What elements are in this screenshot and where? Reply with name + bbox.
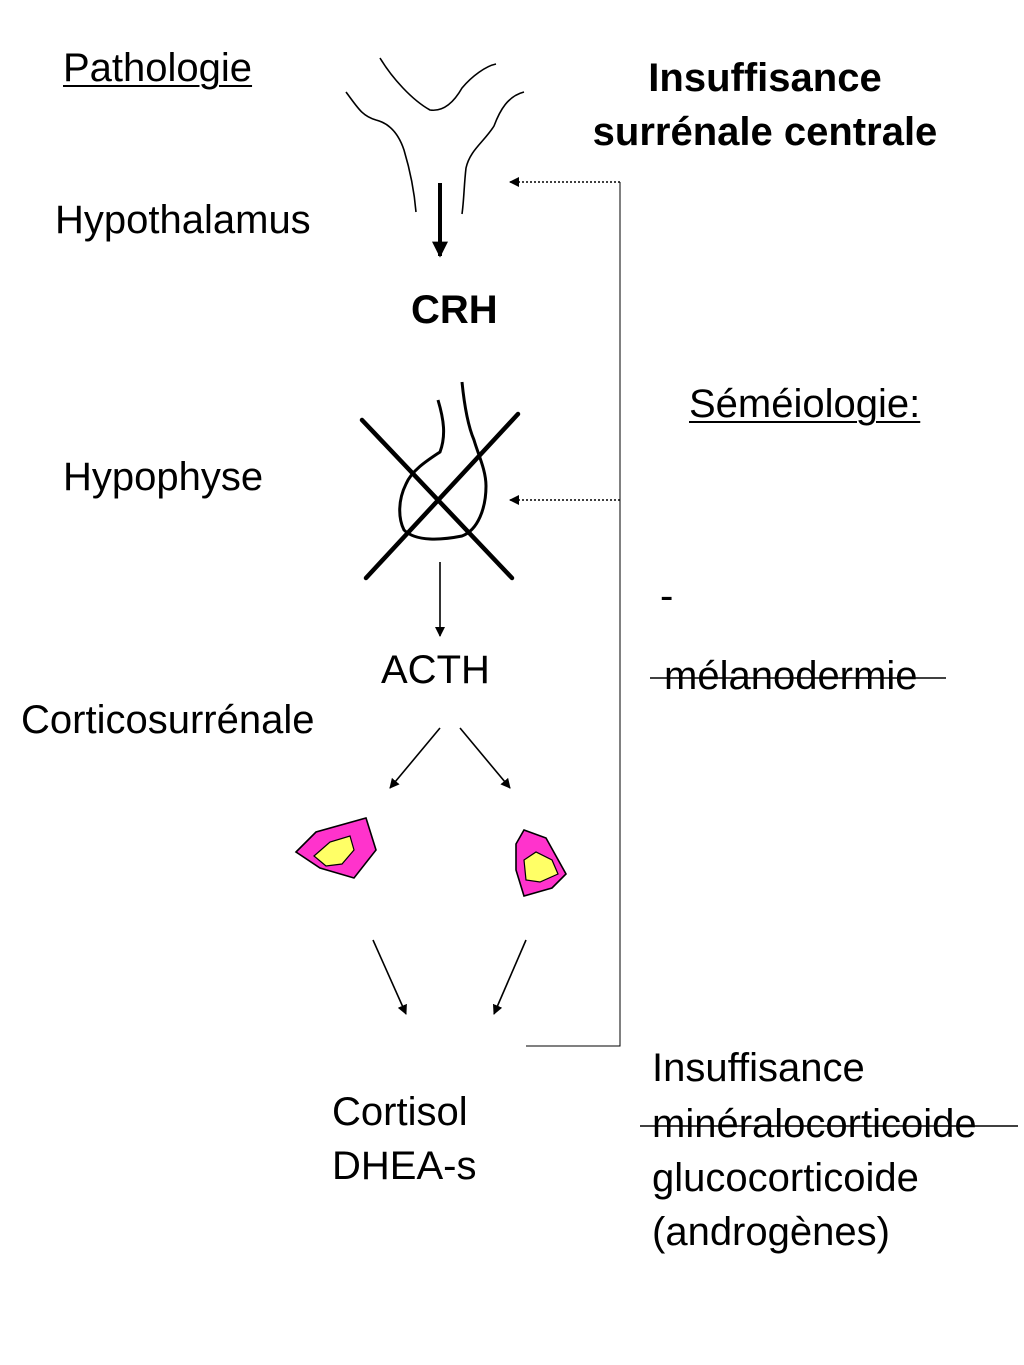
- mineralocorticoide-label: minéralocorticoide: [652, 1102, 977, 1146]
- feedback-loop: [509, 177, 621, 1047]
- crh-label: CRH: [411, 288, 498, 332]
- right-adrenal-to-cortisol-arrow: [492, 939, 527, 1015]
- title-line-1: Insuffisance: [648, 56, 882, 100]
- acth-label: ACTH: [381, 648, 490, 692]
- dhea-label: DHEA-s: [332, 1144, 477, 1188]
- pituitary-icon: [398, 381, 488, 541]
- insuffisance-label: Insuffisance: [652, 1046, 865, 1090]
- glucocorticoide-label: glucocorticoide: [652, 1156, 919, 1200]
- melanodermie-label: mélanodermie: [664, 654, 918, 698]
- pathologie-label: Pathologie: [63, 46, 253, 90]
- right-adrenal-icon: [515, 829, 567, 897]
- cortisol-label: Cortisol: [332, 1090, 468, 1134]
- hypothalamus-icon: [345, 57, 525, 215]
- left-adrenal-to-cortisol-arrow: [372, 939, 407, 1015]
- cross-mark-icon: [359, 411, 521, 581]
- dash-label: -: [660, 574, 674, 618]
- acth-to-left-adrenal-arrow: [389, 727, 441, 789]
- androgenes-label: (androgènes): [652, 1210, 890, 1254]
- hypothalamus-label: Hypothalamus: [55, 198, 311, 242]
- hypophyse-label: Hypophyse: [63, 455, 264, 499]
- left-adrenal-icon: [294, 817, 377, 879]
- title-line-2: surrénale centrale: [592, 110, 938, 154]
- acth-to-right-adrenal-arrow: [459, 727, 511, 789]
- semeiologie-label: Séméiologie:: [689, 382, 921, 426]
- corticosurrenale-label: Corticosurrénale: [21, 698, 315, 742]
